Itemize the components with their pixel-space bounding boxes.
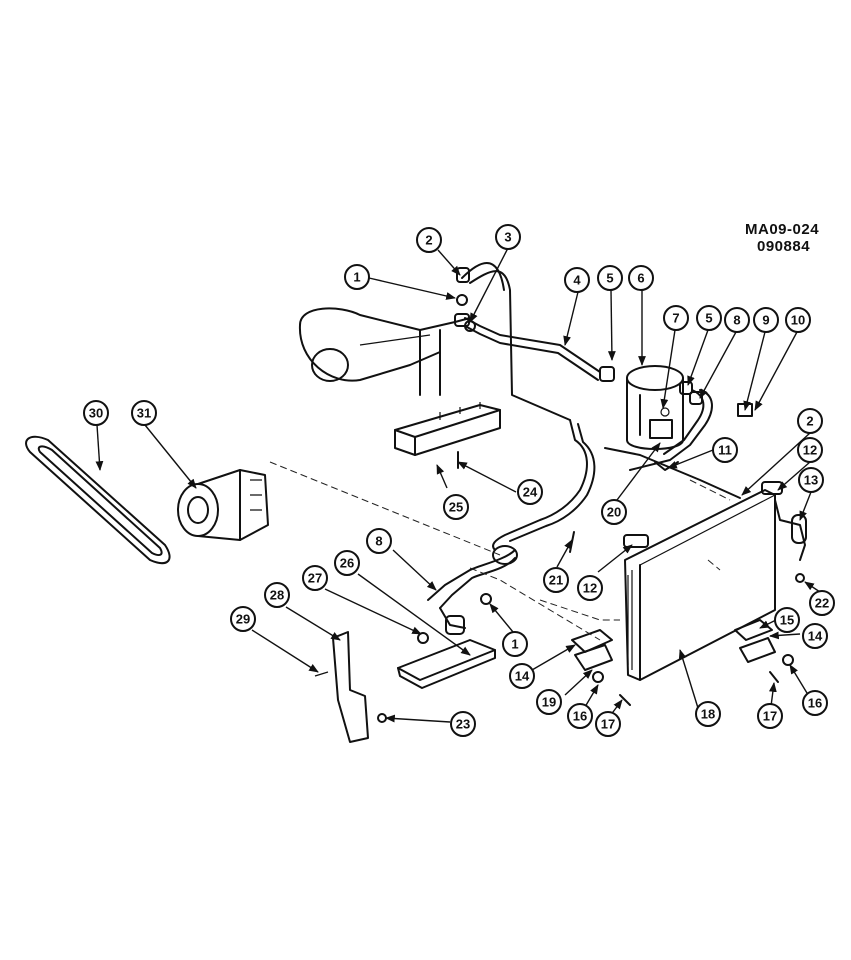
callout: 27 bbox=[302, 565, 328, 591]
callout: 10 bbox=[785, 307, 811, 333]
callout: 9 bbox=[753, 307, 779, 333]
callout: 23 bbox=[450, 711, 476, 737]
condenser bbox=[571, 481, 807, 706]
svg-text:26: 26 bbox=[340, 556, 354, 571]
svg-text:16: 16 bbox=[573, 709, 587, 724]
svg-text:10: 10 bbox=[791, 313, 805, 328]
callout: 28 bbox=[264, 582, 290, 608]
svg-text:13: 13 bbox=[804, 473, 818, 488]
svg-text:8: 8 bbox=[733, 313, 740, 328]
callout: 16 bbox=[567, 703, 593, 729]
callout: 5 bbox=[696, 305, 722, 331]
callout: 31 bbox=[131, 400, 157, 426]
svg-text:4: 4 bbox=[573, 273, 581, 288]
svg-text:28: 28 bbox=[270, 588, 284, 603]
callout: 13 bbox=[798, 467, 824, 493]
svg-text:6: 6 bbox=[637, 271, 644, 286]
callout: 25 bbox=[443, 494, 469, 520]
callout: 2 bbox=[797, 408, 823, 434]
svg-text:19: 19 bbox=[542, 695, 556, 710]
reference-lines bbox=[269, 461, 731, 641]
svg-text:12: 12 bbox=[583, 581, 597, 596]
svg-text:12: 12 bbox=[803, 443, 817, 458]
svg-text:2: 2 bbox=[806, 414, 813, 429]
shield-plate bbox=[397, 632, 496, 689]
callout: 11 bbox=[712, 437, 738, 463]
drawing-date: 090884 bbox=[757, 238, 811, 255]
svg-text:21: 21 bbox=[549, 573, 563, 588]
svg-text:17: 17 bbox=[601, 717, 615, 732]
callout: 24 bbox=[517, 479, 543, 505]
engine-outline bbox=[298, 307, 471, 396]
compressor bbox=[177, 469, 269, 541]
callout: 3 bbox=[495, 224, 521, 250]
callout: 16 bbox=[802, 690, 828, 716]
svg-text:24: 24 bbox=[523, 485, 538, 500]
svg-text:22: 22 bbox=[815, 596, 829, 611]
callout: 12 bbox=[577, 575, 603, 601]
svg-text:9: 9 bbox=[762, 313, 769, 328]
callout: 1 bbox=[502, 631, 528, 657]
svg-text:1: 1 bbox=[511, 637, 518, 652]
callout: 29 bbox=[230, 606, 256, 632]
svg-text:5: 5 bbox=[705, 311, 712, 326]
callout: 18 bbox=[695, 701, 721, 727]
callout: 17 bbox=[757, 703, 783, 729]
brace bbox=[314, 631, 387, 743]
callout: 15 bbox=[774, 607, 800, 633]
callout: 17 bbox=[595, 711, 621, 737]
fittings bbox=[454, 267, 753, 605]
svg-text:2: 2 bbox=[425, 233, 432, 248]
callout: 2 bbox=[416, 227, 442, 253]
svg-text:20: 20 bbox=[607, 505, 621, 520]
callout: 26 bbox=[334, 550, 360, 576]
callout: 22 bbox=[809, 590, 835, 616]
callout: 1 bbox=[344, 264, 370, 290]
svg-text:5: 5 bbox=[606, 271, 613, 286]
svg-text:31: 31 bbox=[137, 406, 151, 421]
svg-text:14: 14 bbox=[515, 669, 530, 684]
svg-text:1: 1 bbox=[353, 270, 360, 285]
callout: 8 bbox=[724, 307, 750, 333]
callout: 20 bbox=[601, 499, 627, 525]
svg-text:8: 8 bbox=[375, 534, 382, 549]
callout: 21 bbox=[543, 567, 569, 593]
callouts: 1 2 3 4 5 6 7 5 8 9 10 2 12 13 11 24 25 … bbox=[83, 224, 835, 737]
callout: 8 bbox=[366, 528, 392, 554]
callout: 4 bbox=[564, 267, 590, 293]
svg-text:15: 15 bbox=[780, 613, 794, 628]
svg-text:16: 16 bbox=[808, 696, 822, 711]
callout: 30 bbox=[83, 400, 109, 426]
svg-text:7: 7 bbox=[672, 311, 679, 326]
callout: 5 bbox=[597, 265, 623, 291]
callout: 6 bbox=[628, 265, 654, 291]
svg-text:3: 3 bbox=[504, 230, 511, 245]
svg-text:11: 11 bbox=[718, 443, 732, 458]
svg-text:29: 29 bbox=[236, 612, 250, 627]
svg-text:25: 25 bbox=[449, 500, 463, 515]
drawing-code: MA09-024 bbox=[745, 221, 820, 238]
callout: 14 bbox=[802, 623, 828, 649]
svg-text:17: 17 bbox=[763, 709, 777, 724]
bracket bbox=[394, 402, 501, 456]
svg-text:14: 14 bbox=[808, 629, 823, 644]
svg-text:18: 18 bbox=[701, 707, 715, 722]
drive-belt bbox=[25, 435, 171, 565]
accumulator bbox=[626, 365, 684, 450]
svg-text:27: 27 bbox=[308, 571, 322, 586]
svg-text:23: 23 bbox=[456, 717, 470, 732]
callout: 12 bbox=[797, 437, 823, 463]
callout: 19 bbox=[536, 689, 562, 715]
callout: 14 bbox=[509, 663, 535, 689]
callout: 7 bbox=[663, 305, 689, 331]
svg-text:30: 30 bbox=[89, 406, 103, 421]
